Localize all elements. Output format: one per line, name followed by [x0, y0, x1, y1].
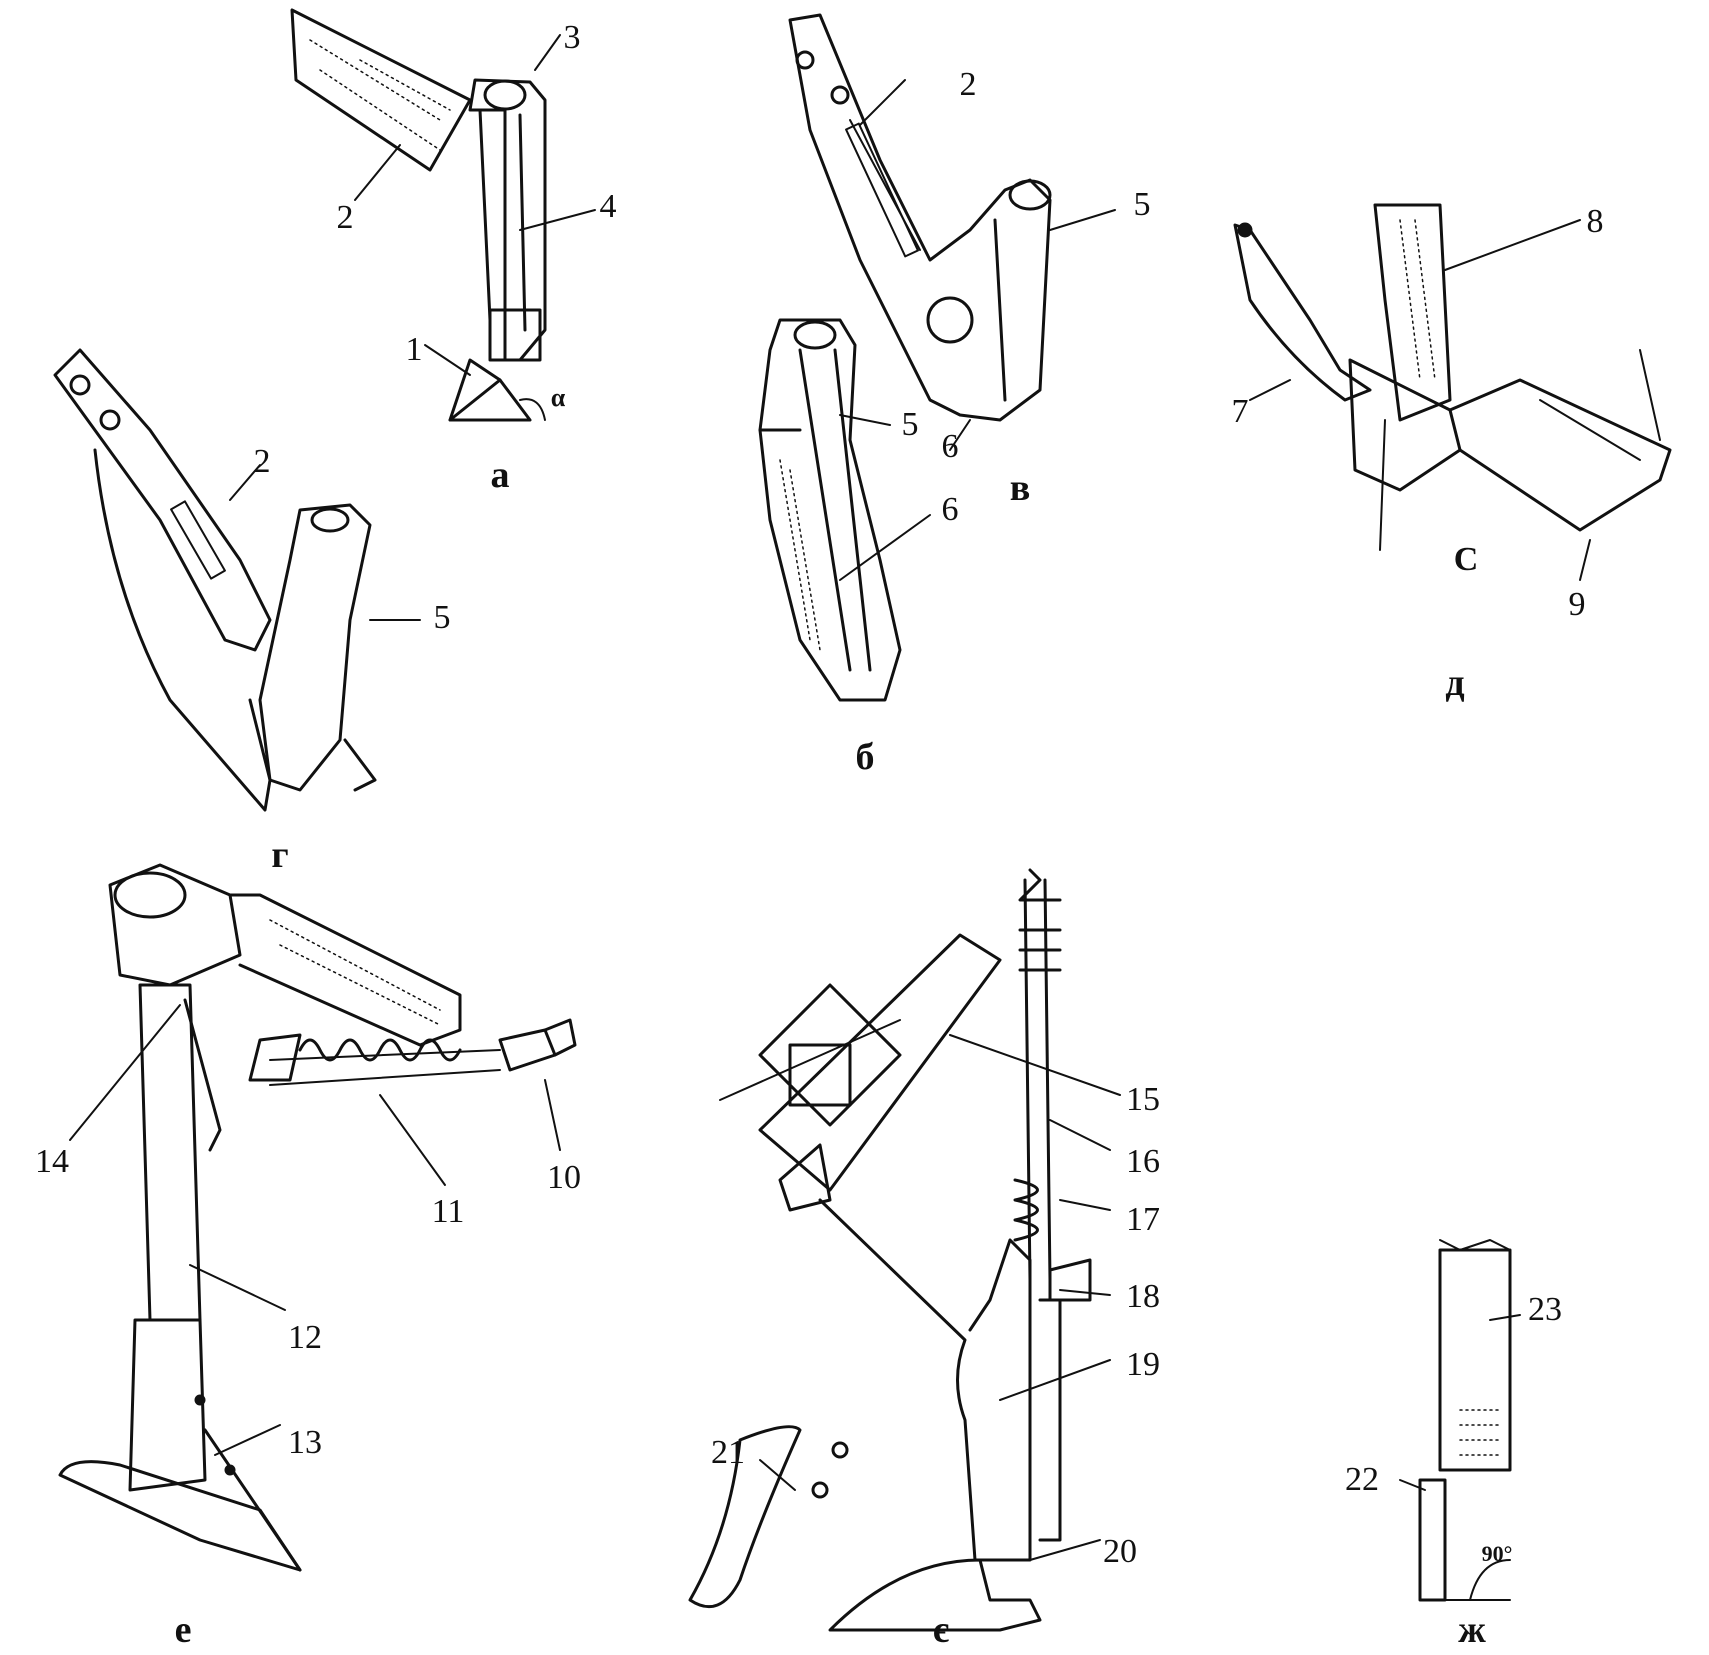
label-2-v: 2 — [959, 66, 977, 103]
label-17: 17 — [1126, 1201, 1160, 1238]
figure-g-drawing — [53, 348, 377, 812]
caption-b: б — [855, 736, 875, 778]
figure-d-drawing — [1233, 203, 1672, 551]
label-3: 3 — [563, 19, 581, 56]
figure-b-drawing — [758, 318, 902, 702]
label-c: С — [1453, 541, 1479, 578]
figure-zh-drawing — [1418, 1239, 1512, 1602]
caption-d: д — [1445, 662, 1465, 704]
figure-v-drawing — [788, 13, 1052, 422]
figure-ye-drawing — [688, 868, 1092, 1632]
caption-v: в — [1009, 467, 1031, 509]
label-5-g: 5 — [433, 599, 451, 636]
label-23: 23 — [1528, 1291, 1562, 1328]
label-18: 18 — [1126, 1278, 1160, 1315]
caption-e: е — [174, 1609, 192, 1651]
label-15: 15 — [1126, 1081, 1160, 1118]
label-2-a: 2 — [336, 199, 354, 236]
caption-zh: ж — [1458, 1609, 1486, 1651]
caption-a: а — [490, 454, 510, 496]
leader-lines — [69, 34, 1591, 1561]
label-alpha: α — [550, 383, 566, 412]
label-4: 4 — [599, 188, 617, 225]
label-1: 1 — [405, 331, 423, 368]
label-90-degrees: 90° — [1481, 1541, 1513, 1566]
caption-g: г — [271, 834, 289, 876]
label-5-b: 5 — [901, 406, 919, 443]
label-16: 16 — [1126, 1143, 1160, 1180]
label-2-g: 2 — [253, 443, 271, 480]
figure-e-drawing — [58, 863, 577, 1572]
label-5-v: 5 — [1133, 186, 1151, 223]
label-20: 20 — [1103, 1533, 1137, 1570]
label-14: 14 — [35, 1143, 69, 1180]
label-10: 10 — [547, 1159, 581, 1196]
label-12: 12 — [288, 1319, 322, 1356]
label-7: 7 — [1231, 393, 1249, 430]
label-6-b: 6 — [941, 491, 959, 528]
label-22: 22 — [1345, 1461, 1379, 1498]
label-11: 11 — [431, 1193, 465, 1230]
label-9: 9 — [1568, 586, 1586, 623]
label-6-v: 6 — [941, 428, 959, 465]
label-8: 8 — [1586, 203, 1604, 240]
label-19: 19 — [1126, 1346, 1160, 1383]
caption-ye: є — [932, 1609, 950, 1651]
label-21: 21 — [711, 1434, 745, 1471]
label-13: 13 — [288, 1424, 322, 1461]
figure-a-drawing — [290, 8, 547, 422]
